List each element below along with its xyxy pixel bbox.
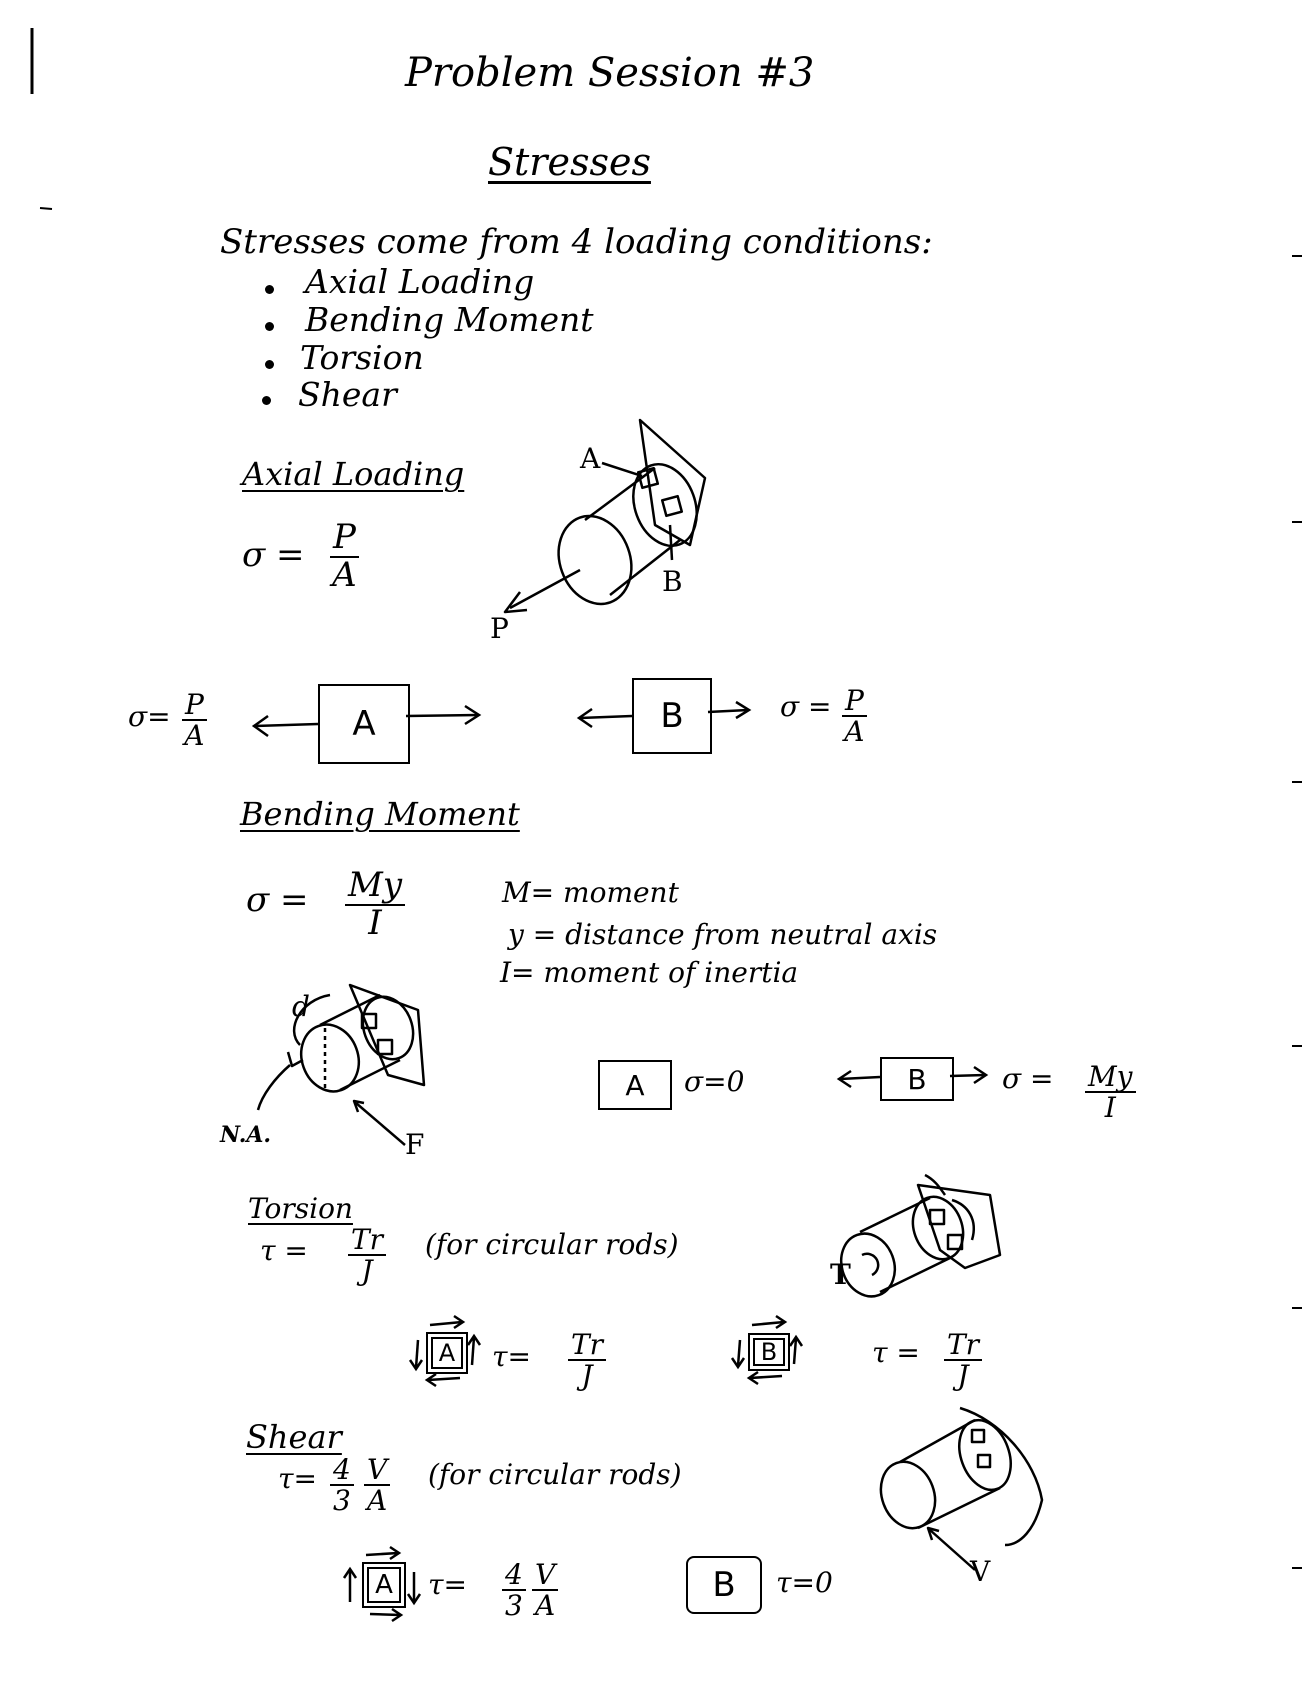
axial-element-b: B — [632, 678, 712, 754]
axial-right-sigma: σ = — [780, 690, 832, 723]
axial-right-fraction: P A — [842, 686, 867, 747]
torsion-element-a-fraction: Tr J — [568, 1330, 607, 1393]
torsion-note: (for circular rods) — [425, 1228, 679, 1261]
torsion-element-b-eq: τ = — [872, 1336, 920, 1369]
shear-element-a-fraction-1: 4 3 — [502, 1560, 526, 1621]
axial-element-a: A — [318, 684, 410, 764]
bending-element-b-eq: σ = — [1002, 1062, 1054, 1095]
shear-formula-fraction-1: 4 3 — [330, 1455, 354, 1516]
torsion-a-den: J — [581, 1359, 593, 1393]
axial-left-num: P — [182, 690, 207, 722]
shear-element-b-eq: τ=0 — [776, 1566, 833, 1599]
axial-left-fraction: P A — [182, 690, 207, 751]
torsion-b-num: Tr — [944, 1330, 983, 1362]
shear-a-den-a: A — [535, 1589, 556, 1623]
bending-b-den: I — [1104, 1091, 1116, 1125]
torsion-element-a-eq: τ= — [492, 1340, 531, 1373]
bending-def-y: y = distance from neutral axis — [508, 918, 938, 951]
axial-formula-fraction: P A — [330, 519, 359, 595]
torsion-formula-fraction: Tr J — [348, 1225, 387, 1288]
torsion-numerator: Tr — [348, 1225, 387, 1257]
torsion-element-b-fraction: Tr J — [944, 1330, 983, 1393]
bending-label-na: N.A. — [220, 1122, 272, 1148]
shear-denominator-a: A — [367, 1484, 388, 1518]
bending-b-num: My — [1085, 1062, 1136, 1094]
axial-right-num: P — [842, 686, 867, 718]
intro-text: Stresses come from 4 loading conditions: — [220, 222, 933, 262]
torsion-a-num: Tr — [568, 1330, 607, 1362]
bullet-item-shear: Shear — [298, 375, 397, 414]
bending-element-a-eq: σ=0 — [684, 1065, 745, 1098]
section-heading: Stresses — [488, 140, 651, 184]
bending-def-i: I= moment of inertia — [500, 956, 799, 989]
shear-label-v: V — [970, 1555, 991, 1588]
torsion-element-a: A — [426, 1332, 468, 1374]
shear-element-a: A — [362, 1562, 406, 1608]
torsion-tau-eq: τ = — [260, 1234, 308, 1267]
axial-numerator: P — [330, 519, 359, 558]
shear-a-den: 3 — [505, 1589, 523, 1623]
axial-denominator: A — [332, 554, 357, 595]
torsion-label-t: T — [830, 1258, 851, 1291]
bending-numerator: My — [345, 867, 406, 906]
bullet-item-bending: Bending Moment — [305, 300, 594, 339]
page-title: Problem Session #3 — [405, 50, 815, 96]
shear-note: (for circular rods) — [428, 1458, 682, 1491]
torsion-denominator: J — [361, 1254, 373, 1288]
axial-left-sigma: σ= — [128, 700, 171, 733]
shear-denominator: 3 — [333, 1484, 351, 1518]
shear-element-a-eq: τ= — [428, 1568, 467, 1601]
bending-sigma-eq: σ = — [246, 880, 309, 920]
bending-element-b-fraction: My I — [1085, 1062, 1136, 1123]
bending-formula-fraction: My I — [345, 867, 406, 943]
bullet-dot — [265, 322, 274, 331]
torsion-element-b: B — [748, 1333, 790, 1371]
axial-right-den: A — [844, 715, 865, 749]
bending-heading: Bending Moment — [240, 795, 520, 833]
torsion-heading: Torsion — [248, 1192, 353, 1225]
shear-a-num-v: V — [532, 1560, 559, 1592]
axial-left-den: A — [184, 719, 205, 753]
shear-numerator: 4 — [330, 1455, 354, 1487]
bending-label-d: d — [292, 990, 310, 1023]
axial-label-b: B — [662, 565, 683, 598]
bending-label-f: F — [405, 1128, 425, 1161]
shear-tau-eq: τ= — [278, 1462, 317, 1495]
bullet-dot — [262, 396, 271, 405]
torsion-b-den: J — [957, 1359, 969, 1393]
bullet-item-axial: Axial Loading — [305, 262, 535, 301]
shear-numerator-v: V — [364, 1455, 391, 1487]
shear-a-num: 4 — [502, 1560, 526, 1592]
bullet-dot — [265, 285, 274, 294]
axial-sigma-eq: σ = — [242, 535, 305, 575]
bullet-dot — [265, 360, 274, 369]
shear-element-b: B — [686, 1556, 762, 1614]
axial-label-p: P — [490, 612, 509, 645]
axial-heading: Axial Loading — [242, 455, 465, 493]
bending-element-b: B — [880, 1057, 954, 1101]
shear-formula-fraction-2: V A — [364, 1455, 391, 1518]
axial-label-a: A — [580, 442, 601, 475]
shear-heading: Shear — [246, 1418, 342, 1456]
bending-element-a: A — [598, 1060, 672, 1110]
bullet-item-torsion: Torsion — [300, 338, 424, 377]
bending-denominator: I — [368, 902, 382, 943]
shear-element-a-fraction-2: V A — [532, 1560, 559, 1623]
bending-def-m: M= moment — [502, 876, 679, 909]
